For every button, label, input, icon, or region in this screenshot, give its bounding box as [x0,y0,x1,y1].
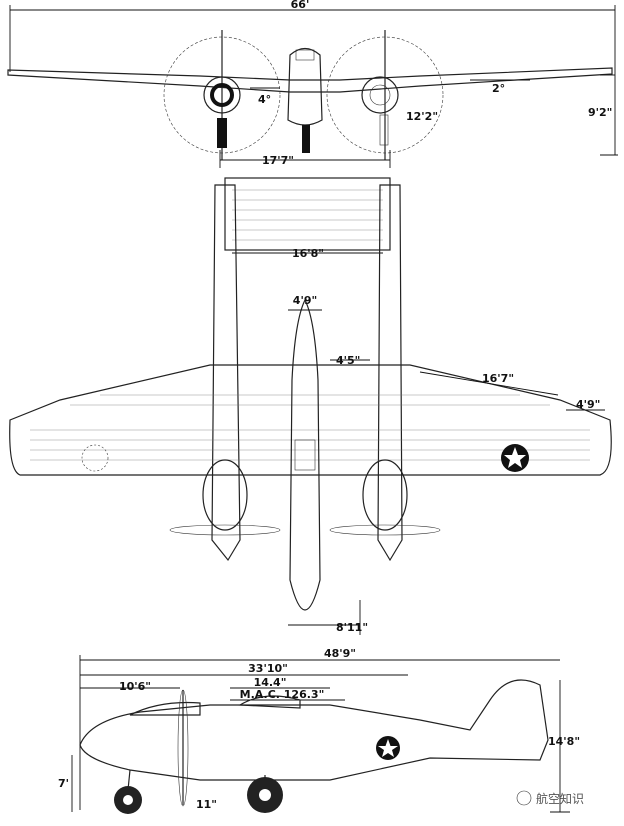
top-view [9,177,612,635]
wechat-icon [516,790,532,806]
top-wing [9,364,612,476]
top-fuselage [289,298,321,611]
left-boom [211,184,241,562]
nose-to-prop-label: 10'6" [119,680,151,693]
tail-height-label: 14'8" [548,735,580,748]
aileron-label: 4'9" [576,398,600,411]
ground-height-label: 7' [58,777,69,790]
track-label: 17'7" [262,154,294,167]
dihedral-inner-label: 4° [258,93,271,106]
nacelle-width-label: 4'9" [293,294,317,307]
left-nacelle [203,76,241,114]
span-label: 66' [291,0,310,11]
tail-span-label: 16'8" [292,247,324,260]
outer-wing-label: 16'7" [482,372,514,385]
mac-offset-label: 14.4" [254,676,287,689]
right-nacelle [361,76,399,114]
boom-length-label: 33'10" [248,662,288,675]
wheel-label: 11" [196,798,217,811]
side-view [71,655,570,814]
left-engine-nacelle [202,459,248,531]
front-wing [7,67,613,93]
length-label: 48'9" [324,647,356,660]
side-fuselage [79,679,549,781]
right-boom [377,184,403,562]
mac-label: M.A.C. 126.3" [240,688,325,701]
fuselage-width-label: 8'11" [336,621,368,634]
prop-diameter-label: 12'2" [406,110,438,123]
front-view [7,5,618,168]
nacelle-gap-label: 4'5" [336,354,360,367]
dihedral-outer-label: 2° [492,82,505,95]
watermark: 航空知识 [536,791,584,806]
height-label: 9'2" [588,106,612,119]
right-engine-nacelle [362,459,408,531]
front-fuselage [287,47,323,126]
horizontal-tail [224,177,391,251]
